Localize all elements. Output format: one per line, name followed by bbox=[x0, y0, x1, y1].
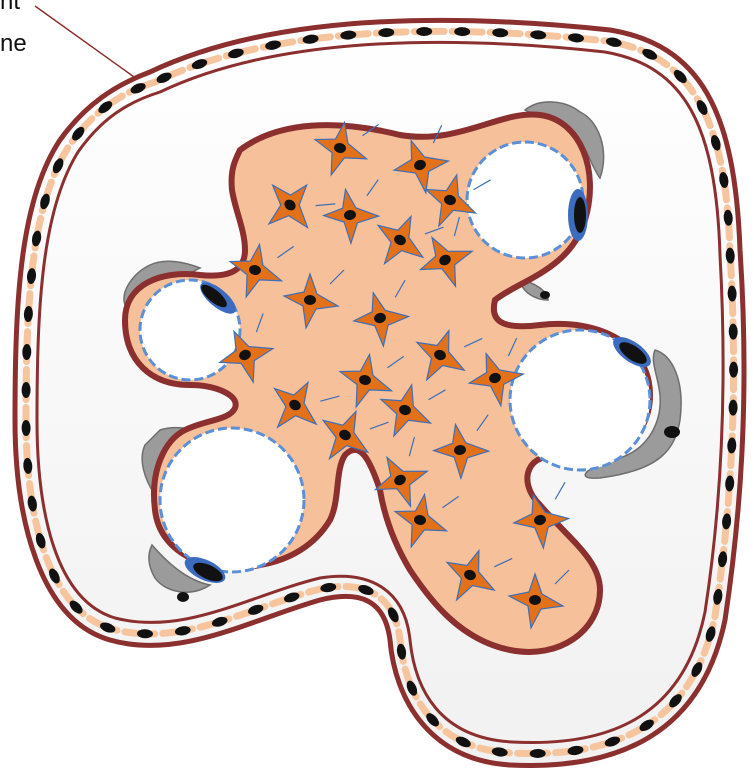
pericyte-nucleus-icon bbox=[540, 291, 550, 299]
pericyte-nucleus-icon bbox=[177, 592, 189, 602]
vessel-lumen-icon bbox=[467, 142, 583, 258]
pericyte-nucleus-icon bbox=[574, 197, 586, 233]
pericyte-nucleus-icon bbox=[664, 426, 680, 438]
capsule-cell-icon bbox=[729, 362, 738, 378]
vessel-lumen-icon bbox=[160, 428, 304, 572]
